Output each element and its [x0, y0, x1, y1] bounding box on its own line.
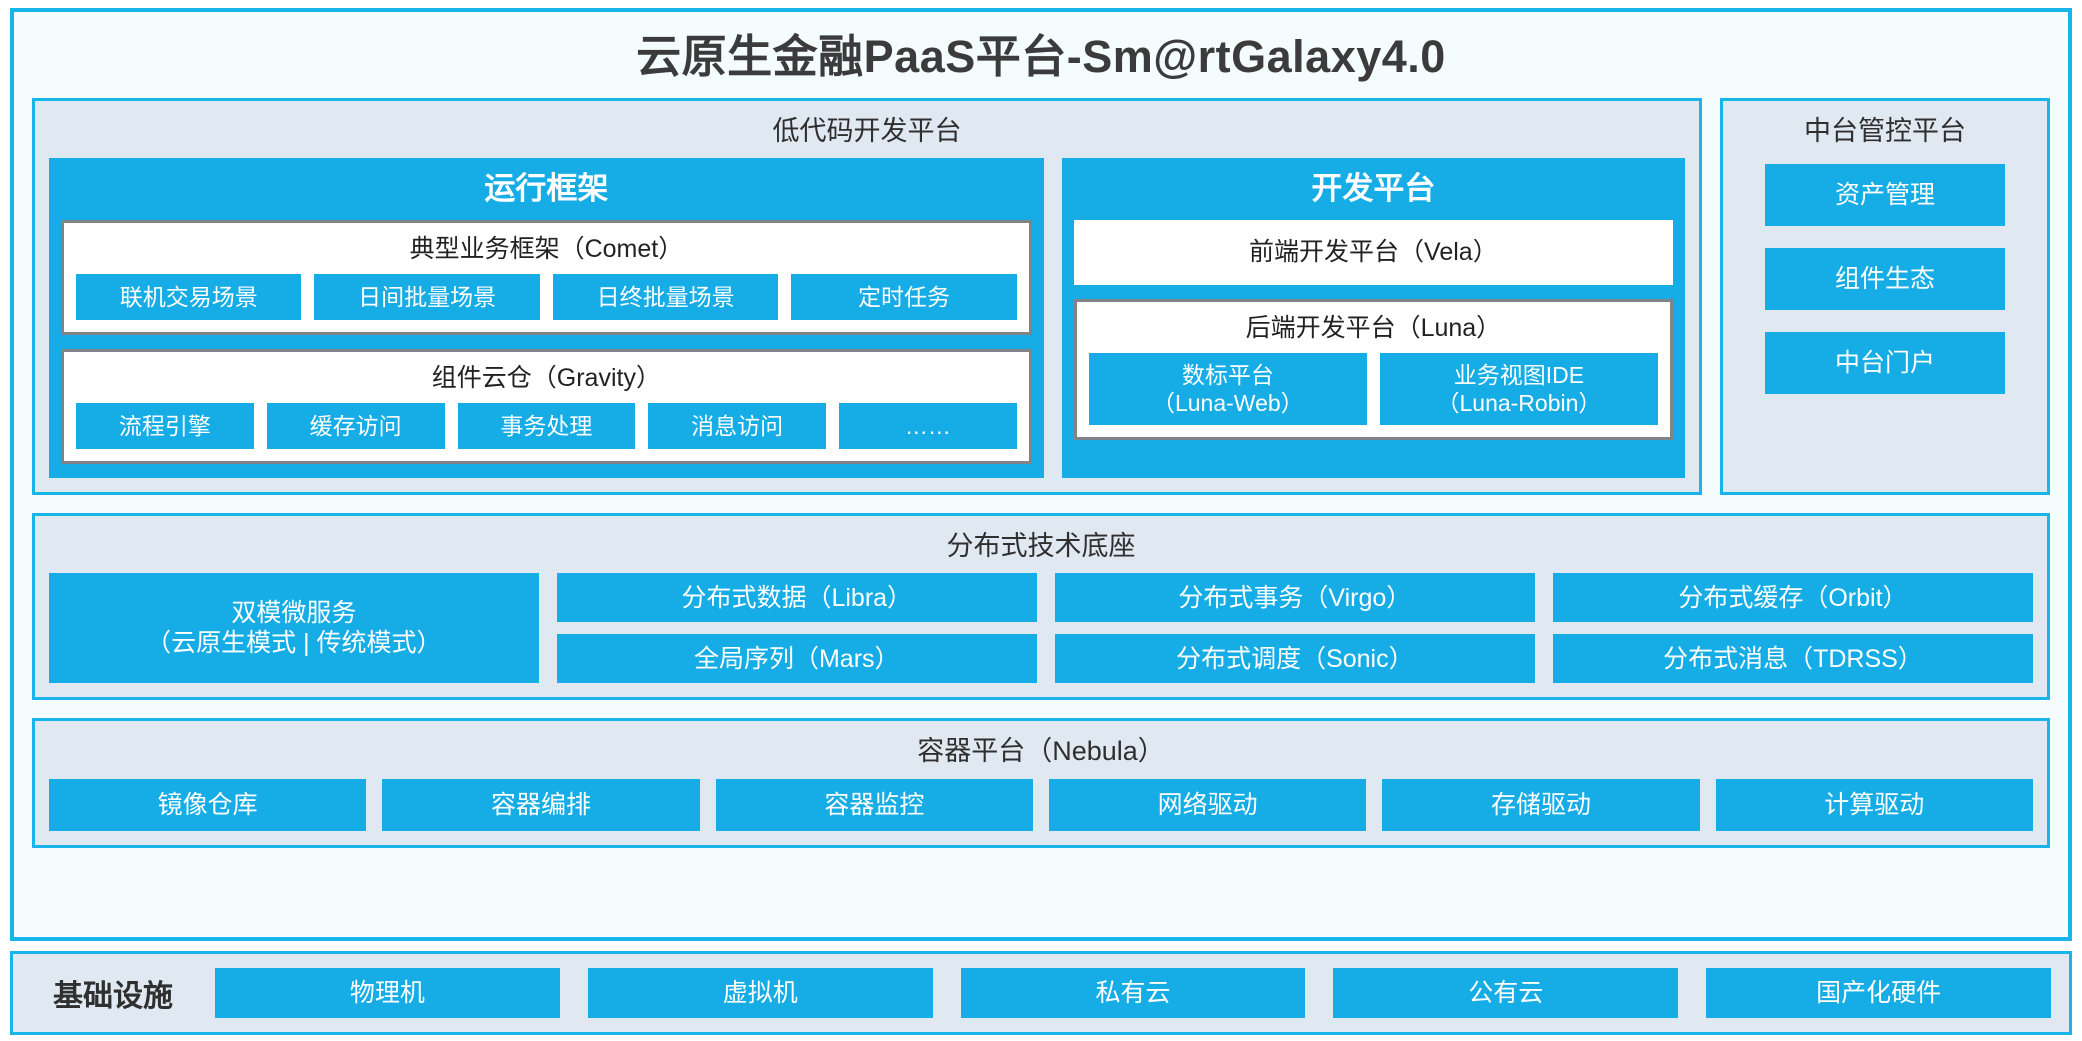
comet-items: 联机交易场景 日间批量场景 日终批量场景 定时任务 [76, 274, 1017, 321]
comet-item[interactable]: 定时任务 [791, 274, 1017, 321]
lowcode-platform-title: 低代码开发平台 [772, 115, 962, 146]
gravity-title: 组件云仓（Gravity） [431, 364, 661, 393]
distributed-scheduling-chip[interactable]: 分布式调度（Sonic） [1054, 634, 1535, 684]
gravity-item[interactable]: 流程引擎 [76, 402, 254, 449]
comet-item[interactable]: 日间批量场景 [314, 274, 540, 321]
distributed-transaction-chip[interactable]: 分布式事务（Virgo） [1054, 573, 1535, 623]
container-item-orchestration[interactable]: 容器编排 [382, 779, 700, 832]
infrastructure-panel: 基础设施 物理机 虚拟机 私有云 公有云 国产化硬件 [10, 951, 2072, 1035]
dev-platform-block: 开发平台 前端开发平台（Vela） 后端开发平台（Luna） 数标平台 （Lun… [1061, 158, 1685, 478]
lower-stack: 分布式技术底座 双模微服务 （云原生模式 | 传统模式） 分布式数据（Libra… [32, 512, 2050, 849]
distributed-base-body: 双模微服务 （云原生模式 | 传统模式） 分布式数据（Libra） 全局序列（M… [49, 573, 2033, 684]
container-platform-items: 镜像仓库 容器编排 容器监控 网络驱动 存储驱动 计算驱动 [49, 779, 2033, 832]
frontend-dev-platform-box[interactable]: 前端开发平台（Vela） [1073, 220, 1673, 286]
backend-dev-platform-title: 后端开发平台（Luna） [1245, 314, 1502, 343]
backend-dev-platform-items: 数标平台 （Luna-Web） 业务视图IDE （Luna-Robin） [1088, 352, 1659, 425]
container-item-storage-driver[interactable]: 存储驱动 [1382, 779, 1700, 832]
container-item-monitoring[interactable]: 容器监控 [715, 779, 1033, 832]
container-item-compute-driver[interactable]: 计算驱动 [1715, 779, 2033, 832]
dev-platform-heading: 开发平台 [1311, 171, 1436, 207]
comet-item[interactable]: 联机交易场景 [76, 274, 302, 321]
distributed-col-1: 分布式数据（Libra） 全局序列（Mars） [556, 573, 1037, 684]
lowcode-platform-panel: 低代码开发平台 运行框架 典型业务框架（Comet） 联机交易场景 日间批量场景… [32, 97, 1702, 495]
gravity-item-more[interactable]: …… [839, 402, 1017, 449]
distributed-base-title: 分布式技术底座 [946, 530, 1136, 561]
top-row: 低代码开发平台 运行框架 典型业务框架（Comet） 联机交易场景 日间批量场景… [32, 97, 2050, 495]
gravity-item[interactable]: 缓存访问 [266, 402, 445, 449]
dual-mode-microservice-col: 双模微服务 （云原生模式 | 传统模式） [49, 573, 539, 684]
distributed-col-2: 分布式事务（Virgo） 分布式调度（Sonic） [1054, 573, 1535, 684]
container-item-image-repo[interactable]: 镜像仓库 [49, 779, 367, 832]
distributed-base-panel: 分布式技术底座 双模微服务 （云原生模式 | 传统模式） 分布式数据（Libra… [32, 512, 2050, 701]
infra-item-physical-machine[interactable]: 物理机 [215, 968, 560, 1018]
gravity-items: 流程引擎 缓存访问 事务处理 消息访问 …… [76, 402, 1017, 449]
infra-item-private-cloud[interactable]: 私有云 [960, 968, 1306, 1018]
infra-item-domestic-hardware[interactable]: 国产化硬件 [1706, 968, 2051, 1018]
dual-mode-microservice-chip[interactable]: 双模微服务 （云原生模式 | 传统模式） [49, 573, 539, 684]
gravity-item[interactable]: 事务处理 [457, 402, 636, 449]
platform-frame: 云原生金融PaaS平台-Sm@rtGalaxy4.0 低代码开发平台 运行框架 … [10, 8, 2072, 941]
distributed-cache-chip[interactable]: 分布式缓存（Orbit） [1552, 573, 2033, 623]
mgmt-item-asset[interactable]: 资产管理 [1765, 164, 2005, 227]
backend-dev-platform-box: 后端开发平台（Luna） 数标平台 （Luna-Web） 业务视图IDE （Lu… [1073, 299, 1673, 440]
gravity-item[interactable]: 消息访问 [648, 402, 826, 449]
mgmt-item-portal[interactable]: 中台门户 [1765, 332, 2005, 395]
container-item-network-driver[interactable]: 网络驱动 [1048, 779, 1367, 832]
luna-robin-chip[interactable]: 业务视图IDE （Luna-Robin） [1379, 352, 1659, 425]
container-platform-title: 容器平台（Nebula） [917, 736, 1165, 767]
mgmt-platform-items: 资产管理 组件生态 中台门户 [1737, 158, 2033, 404]
lowcode-platform-body: 运行框架 典型业务框架（Comet） 联机交易场景 日间批量场景 日终批量场景 … [49, 158, 1685, 478]
luna-web-chip[interactable]: 数标平台 （Luna-Web） [1088, 352, 1367, 425]
comet-box: 典型业务框架（Comet） 联机交易场景 日间批量场景 日终批量场景 定时任务 [61, 220, 1032, 336]
comet-title: 典型业务框架（Comet） [409, 235, 684, 264]
mgmt-item-component[interactable]: 组件生态 [1765, 248, 2005, 311]
container-platform-panel: 容器平台（Nebula） 镜像仓库 容器编排 容器监控 网络驱动 存储驱动 计算… [32, 718, 2050, 849]
global-sequence-chip[interactable]: 全局序列（Mars） [556, 634, 1037, 684]
page-title: 云原生金融PaaS平台-Sm@rtGalaxy4.0 [636, 31, 1446, 82]
infrastructure-label: 基础设施 [53, 980, 173, 1013]
infra-item-virtual-machine[interactable]: 虚拟机 [587, 968, 933, 1018]
infra-item-public-cloud[interactable]: 公有云 [1333, 968, 1679, 1018]
infrastructure-items: 物理机 虚拟机 私有云 公有云 国产化硬件 [215, 968, 2051, 1018]
distributed-message-chip[interactable]: 分布式消息（TDRSS） [1552, 634, 2033, 684]
distributed-col-3: 分布式缓存（Orbit） 分布式消息（TDRSS） [1552, 573, 2033, 684]
runtime-framework-block: 运行框架 典型业务框架（Comet） 联机交易场景 日间批量场景 日终批量场景 … [49, 158, 1044, 478]
comet-item[interactable]: 日终批量场景 [552, 274, 779, 321]
mgmt-platform-title: 中台管控平台 [1804, 115, 1966, 146]
distributed-data-chip[interactable]: 分布式数据（Libra） [556, 573, 1037, 623]
gravity-box: 组件云仓（Gravity） 流程引擎 缓存访问 事务处理 消息访问 …… [61, 349, 1032, 464]
mgmt-platform-panel: 中台管控平台 资产管理 组件生态 中台门户 [1720, 97, 2050, 495]
runtime-framework-heading: 运行框架 [484, 171, 609, 207]
